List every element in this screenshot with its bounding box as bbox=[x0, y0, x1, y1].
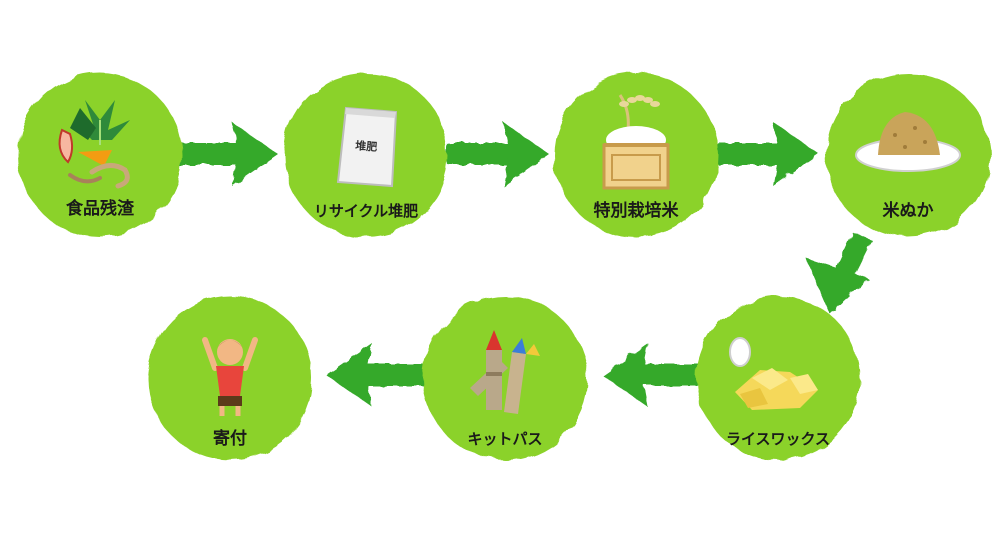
node-donation: 寄付 bbox=[148, 296, 312, 460]
node-food-waste: 食品残渣 bbox=[18, 73, 182, 237]
node-label: 特別栽培米 bbox=[594, 200, 680, 221]
food-waste-icon bbox=[58, 100, 130, 189]
node-label: リサイクル堆肥 bbox=[314, 202, 418, 220]
arrow-1 bbox=[175, 122, 278, 186]
arrow-2 bbox=[446, 122, 549, 186]
node-label: 米ぬか bbox=[883, 200, 934, 221]
arrow-4 bbox=[806, 232, 872, 314]
rice-wax-icon bbox=[729, 337, 818, 410]
node-compost: 堆肥 リサイクル堆肥 bbox=[284, 73, 448, 237]
node-rice: 特別栽培米 bbox=[554, 73, 718, 237]
child-icon bbox=[202, 337, 258, 416]
node-label: 寄付 bbox=[213, 428, 247, 449]
arrow-5 bbox=[602, 343, 706, 407]
crayon-icon bbox=[470, 330, 540, 414]
node-label: 食品残渣 bbox=[66, 198, 135, 219]
arrow-3 bbox=[716, 122, 819, 186]
node-rice-wax: ライスワックス bbox=[696, 296, 860, 460]
arrow-6 bbox=[326, 343, 430, 407]
node-label: ライスワックス bbox=[726, 430, 830, 448]
node-rice-bran: 米ぬか bbox=[826, 73, 990, 237]
rice-box-icon bbox=[602, 94, 670, 190]
rice-bran-icon bbox=[855, 112, 961, 172]
node-label: キットパス bbox=[467, 430, 542, 448]
compost-bag-text: 堆肥 bbox=[355, 138, 378, 154]
compost-bag-icon: 堆肥 bbox=[336, 106, 398, 188]
node-crayon: キットパス bbox=[423, 296, 587, 460]
